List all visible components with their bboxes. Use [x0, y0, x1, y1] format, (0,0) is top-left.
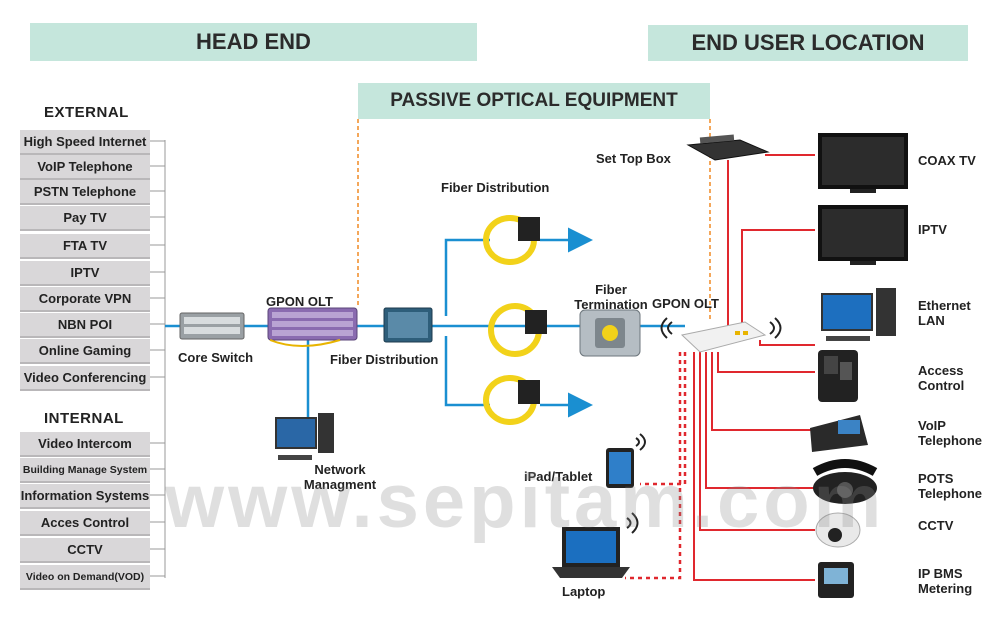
pots-phone-device	[812, 459, 878, 504]
fiber-distribution-top-label: Fiber Distribution	[441, 180, 550, 195]
ethernet-lan-pc	[821, 288, 896, 341]
service-bracket	[150, 140, 166, 578]
endpoint-ip-bms-line2: Metering	[918, 581, 973, 596]
core-switch-label: Core Switch	[178, 350, 254, 365]
service-pstn-telephone: PSTN Telephone	[20, 180, 150, 205]
iptv-device	[818, 205, 908, 265]
endpoint-iptv-label: IPTV	[918, 222, 947, 237]
endpoint-cctv-label: CCTV	[918, 518, 954, 533]
service-corporate-vpn: Corporate VPN	[20, 287, 150, 312]
endpoint-pots-telephone-line2: Telephone	[918, 486, 983, 501]
network-management-label-line2: Managment	[303, 477, 377, 492]
internal-heading: INTERNAL	[44, 410, 124, 427]
service-building-manage-system: Building Manage System	[20, 458, 150, 483]
ip-bms-meter-device	[818, 562, 854, 598]
service-high-speed-internet: High Speed Internet	[20, 130, 150, 155]
set-top-box-label: Set Top Box	[596, 151, 671, 166]
endpoint-ip-bms-label: IP BMS Metering	[918, 566, 972, 596]
service-video-conferencing: Video Conferencing	[20, 366, 150, 391]
service-cctv: CCTV	[20, 538, 150, 563]
endpoint-coax-tv-label: COAX TV	[918, 153, 976, 168]
passive-optical-banner: PASSIVE OPTICAL EQUIPMENT	[358, 83, 710, 119]
service-nbn-poi: NBN POI	[20, 313, 150, 338]
external-heading: EXTERNAL	[44, 104, 129, 121]
ipad-device	[606, 448, 634, 488]
service-voip-telephone: VoIP Telephone	[20, 155, 150, 180]
fiber-termination-device	[579, 309, 641, 357]
endpoint-ip-bms-line1: IP BMS	[918, 566, 963, 581]
fiber-splitter-bottom	[483, 375, 540, 425]
fiber-termination-label: Fiber Termination	[566, 282, 656, 312]
service-pay-tv: Pay TV	[20, 206, 150, 231]
watermark: www.sepitam.com	[165, 459, 886, 544]
ipad-label: iPad/Tablet	[524, 469, 593, 484]
endpoint-pots-telephone-line1: POTS	[918, 471, 954, 486]
endpoint-ethernet-lan-label: Ethernet LAN	[918, 298, 971, 328]
gpon-olt-user-label: GPON OLT	[652, 296, 719, 311]
core-switch-device	[179, 312, 245, 340]
fiber-termination-label-line2: Termination	[574, 297, 648, 312]
endpoint-voip-telephone-line2: Telephone	[918, 433, 983, 448]
service-video-on-demand: Video on Demand(VOD)	[20, 565, 150, 590]
service-video-intercom: Video Intercom	[20, 432, 150, 457]
service-information-systems: Information Systems	[20, 484, 150, 509]
endpoint-ethernet-lan-line1: Ethernet	[918, 298, 971, 313]
fiber-distribution-main-label: Fiber Distribution	[330, 352, 439, 367]
access-control-device	[818, 350, 858, 402]
service-acces-control: Acces Control	[20, 511, 150, 536]
end-user-banner: END USER LOCATION	[648, 25, 968, 61]
endpoint-access-control-line1: Access	[918, 363, 964, 378]
service-fta-tv: FTA TV	[20, 234, 150, 259]
gpon-olt-head-label: GPON OLT	[266, 294, 333, 309]
endpoint-access-control-line2: Control	[918, 378, 965, 393]
coax-tv-device	[818, 133, 908, 193]
laptop-label: Laptop	[562, 584, 606, 599]
endpoint-ethernet-lan-line2: LAN	[918, 313, 945, 328]
network-management-label-line1: Network	[314, 462, 366, 477]
set-top-box-device	[686, 134, 770, 161]
gpon-ont-device	[680, 321, 767, 353]
endpoint-pots-telephone-label: POTS Telephone	[918, 471, 982, 501]
cctv-dome-device	[815, 512, 861, 548]
endpoint-voip-telephone-label: VoIP Telephone	[918, 418, 982, 448]
voip-phone-device	[810, 415, 868, 452]
fiber-distribution-rack-device	[383, 307, 433, 343]
network-management-pc	[275, 413, 334, 460]
gpon-olt-head-device	[267, 307, 358, 347]
endpoint-access-control-label: Access Control	[918, 363, 964, 393]
service-online-gaming: Online Gaming	[20, 339, 150, 364]
fiber-termination-label-line1: Fiber	[595, 282, 627, 297]
fiber-splitter-top	[483, 215, 540, 265]
endpoint-voip-telephone-line1: VoIP	[918, 418, 946, 433]
laptop-device	[552, 527, 630, 578]
fiber-splitter-middle	[488, 303, 547, 357]
network-management-label: Network Managment	[300, 462, 380, 492]
head-end-banner: HEAD END	[30, 23, 477, 61]
service-iptv: IPTV	[20, 261, 150, 286]
